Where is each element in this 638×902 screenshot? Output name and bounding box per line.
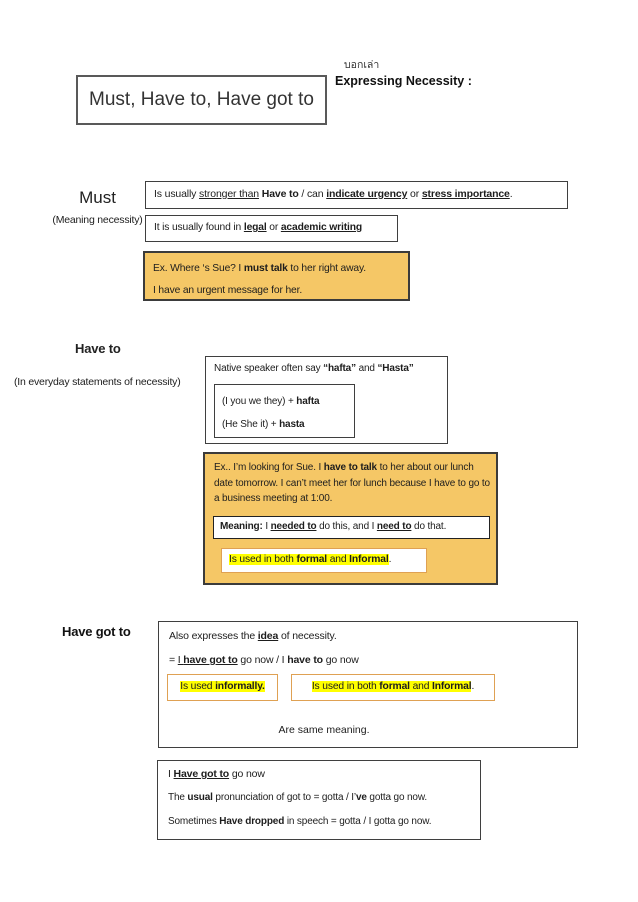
hafta-form-line: (I you we they) + hafta xyxy=(222,396,320,407)
pronunciation-line: The usual pronunciation of got to = gott… xyxy=(168,792,427,803)
hafta-forms-box: (I you we they) + hafta (He She it) + ha… xyxy=(214,384,355,438)
hasta-form-line: (He She it) + hasta xyxy=(222,419,305,430)
pronunciation-line: I Have got to go now xyxy=(168,768,265,780)
must-heading: Must xyxy=(79,188,116,207)
idea-line: Also expresses the idea of necessity. xyxy=(169,630,337,642)
have-to-example-paragraph: Ex.. I’m looking for Sue. I have to talk… xyxy=(214,462,490,504)
subtitle: Expressing Necessity : xyxy=(335,74,472,88)
must-point1-box: Is usually stronger than Have to / can i… xyxy=(145,181,568,209)
same-meaning-line: Are same meaning. xyxy=(278,724,370,736)
title-box: Must, Have to, Have got to xyxy=(76,75,327,125)
page-title: Must, Have to, Have got to xyxy=(89,89,314,110)
informal-callout-box: Is used informally. xyxy=(167,674,278,701)
must-example-box: Ex. Where ‘s Sue? I must talk to her rig… xyxy=(143,251,410,301)
have-to-subheading: (In everyday statements of necessity) xyxy=(14,376,181,388)
have-got-to-heading: Have got to xyxy=(62,624,131,639)
have-to-example-box: Ex.. I’m looking for Sue. I have to talk… xyxy=(203,452,498,585)
must-example-line: I have an urgent message for her. xyxy=(153,285,303,296)
must-point2-box: It is usually found in legal or academic… xyxy=(145,215,398,242)
meaning-box: Meaning: I needed to do this, and I need… xyxy=(213,516,490,539)
must-example-line: Ex. Where ‘s Sue? I must talk to her rig… xyxy=(153,263,366,274)
native-speaker-line: Native speaker often say “hafta” and “Ha… xyxy=(214,363,414,374)
native-speaker-box: Native speaker often say “hafta” and “Ha… xyxy=(205,356,448,444)
have-got-to-box: Also expresses the idea of necessity. = … xyxy=(158,621,578,748)
have-to-heading: Have to xyxy=(75,341,121,356)
formal-callout-box: Is used in both formal and Informal. xyxy=(291,674,495,701)
must-subheading: (Meaning necessity) xyxy=(52,214,143,226)
pronunciation-box: I Have got to go now The usual pronuncia… xyxy=(157,760,481,840)
pronunciation-line: Sometimes Have dropped in speech = gotta… xyxy=(168,816,432,827)
formality-callout-box: Is used in both formal and Informal. xyxy=(221,548,427,573)
thai-label: บอกเล่า xyxy=(344,59,380,71)
equivalence-line: = I have got to go now / I have to go no… xyxy=(169,654,359,666)
